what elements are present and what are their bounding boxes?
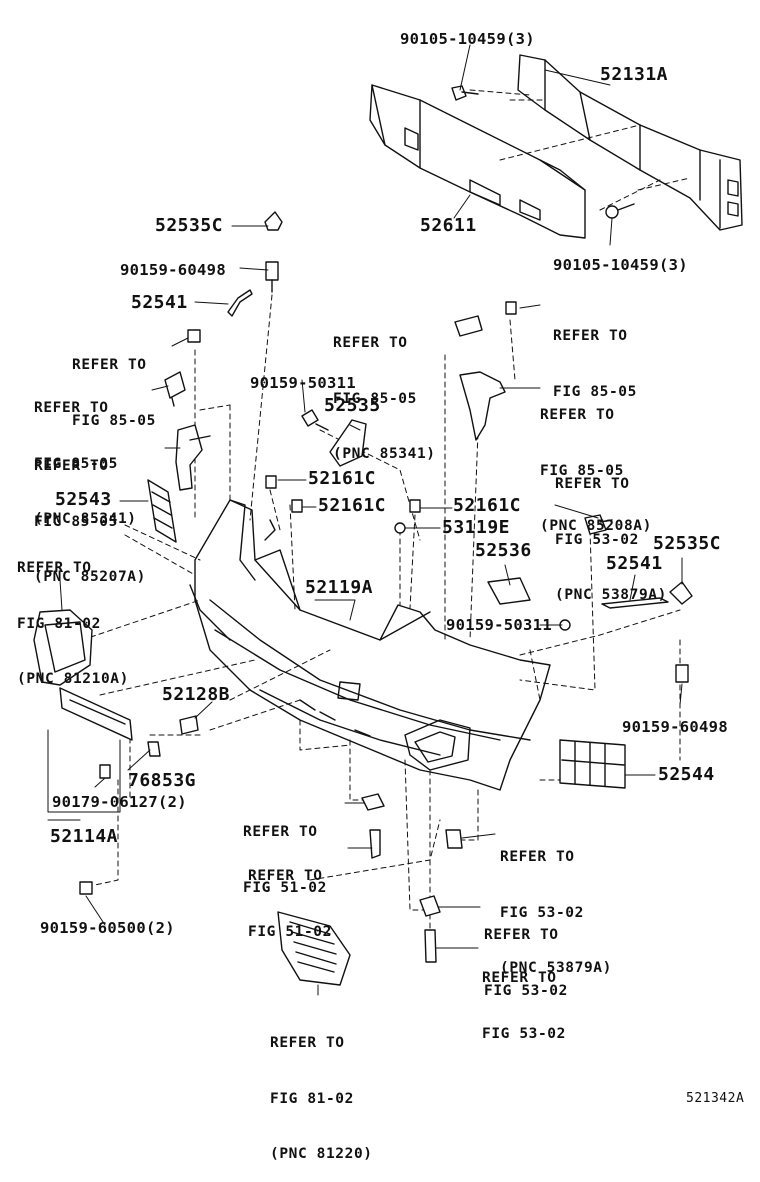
refer-line: REFER TO [72, 357, 147, 373]
refer-fig-85-05-left[interactable]: REFER TO FIG 85-05 [72, 319, 156, 449]
refer-fig-51-02-lower[interactable]: REFER TO FIG 51-02 [248, 830, 332, 960]
refer-fig-85-05-pnc-85341-center[interactable]: REFER TO FIG 85-05 (PNC 85341) [333, 297, 436, 482]
refer-fig: FIG 53-02 [482, 1025, 566, 1042]
refer-line: REFER TO [553, 328, 628, 344]
part-number-90159-50311-lower[interactable]: 90159-50311 [446, 616, 552, 634]
diagram-id: 521342A [686, 1091, 745, 1106]
part-number-52161C-c[interactable]: 52161C [453, 495, 522, 516]
refer-fig-85-05-pnc-85341-left[interactable]: REFER TO FIG 85-05 (PNC 85341) [34, 362, 137, 547]
refer-line: REFER TO [270, 1035, 345, 1051]
refer-pnc: (PNC 85208A) [540, 518, 652, 534]
refer-line: REFER TO [484, 927, 559, 943]
refer-fig: FIG 85-05 [553, 383, 637, 400]
refer-fig-81-02-pnc-81220[interactable]: REFER TO FIG 81-02 (PNC 81220) [270, 997, 373, 1182]
parts-diagram: 90105-10459(3) 52131A 52611 90105-10459(… [17, 30, 745, 1162]
refer-fig: FIG 51-02 [248, 923, 332, 940]
part-number-52119A[interactable]: 52119A [305, 577, 374, 598]
refer-line: REFER TO [248, 868, 323, 884]
refer-line: REFER TO [540, 407, 615, 423]
part-number-90159-60498-left[interactable]: 90159-60498 [120, 261, 226, 279]
solid-leaders [47, 44, 683, 996]
part-number-90159-60498-right[interactable]: 90159-60498 [622, 718, 728, 736]
refer-fig: FIG 85-05 [540, 462, 624, 479]
refer-pnc: (PNC 81210A) [17, 671, 129, 687]
refer-fig: FIG 53-02 [555, 531, 639, 548]
refer-fig: FIG 53-02 [500, 904, 584, 921]
part-number-90159-60500[interactable]: 90159-60500(2) [40, 919, 175, 937]
refer-fig-81-02-pnc-81210A[interactable]: REFER TO FIG 81-02 (PNC 81210A) [17, 522, 129, 707]
part-number-52536[interactable]: 52536 [475, 540, 532, 561]
refer-pnc: (PNC 53879A) [500, 960, 612, 976]
refer-line: REFER TO [482, 970, 557, 986]
part-number-52535C-right[interactable]: 52535C [653, 533, 722, 554]
part-number-52114A[interactable]: 52114A [50, 826, 119, 847]
part-number-52535C-left[interactable]: 52535C [155, 215, 224, 236]
part-number-52544[interactable]: 52544 [658, 764, 715, 785]
part-number-52161C-b[interactable]: 52161C [318, 495, 387, 516]
refer-fig-85-05-pnc-85208A[interactable]: REFER TO FIG 85-05 (PNC 85208A) [540, 369, 652, 554]
exploded-parts-drawing [33, 44, 743, 996]
part-number-52541-left[interactable]: 52541 [131, 292, 188, 313]
part-number-90105-10459-right[interactable]: 90105-10459(3) [553, 256, 688, 274]
refer-fig: FIG 81-02 [270, 1090, 354, 1107]
refer-line: REFER TO [34, 458, 109, 474]
refer-pnc: (PNC 85207A) [34, 569, 146, 585]
refer-pnc: (PNC 85341) [34, 511, 137, 527]
refer-fig: FIG 85-05 [34, 455, 118, 472]
part-number-52541-right[interactable]: 52541 [606, 553, 663, 574]
part-number-90179-06127[interactable]: 90179-06127(2) [52, 793, 187, 811]
refer-fig-53-02-a[interactable]: REFER TO FIG 53-02 [484, 889, 568, 1019]
part-number-52543[interactable]: 52543 [55, 489, 112, 510]
part-number-90159-50311-upper[interactable]: 90159-50311 [250, 374, 356, 392]
refer-fig-85-05-right[interactable]: REFER TO FIG 85-05 [553, 290, 637, 420]
refer-fig-53-02-pnc-53879A-lower[interactable]: REFER TO FIG 53-02 (PNC 53879A) [500, 811, 612, 996]
part-number-52611[interactable]: 52611 [420, 215, 477, 236]
part-number-52128B[interactable]: 52128B [162, 684, 231, 705]
refer-line: REFER TO [17, 560, 92, 576]
part-number-52535[interactable]: 52535 [324, 395, 381, 416]
refer-fig-85-05-pnc-85207A[interactable]: REFER TO FIG 85-05 (PNC 85207A) [34, 420, 146, 605]
refer-pnc: (PNC 81220) [270, 1146, 373, 1162]
refer-pnc: (PNC 53879A) [555, 587, 667, 603]
refer-line: REFER TO [243, 824, 318, 840]
refer-fig-53-02-b[interactable]: REFER TO FIG 53-02 [482, 932, 566, 1062]
refer-fig: FIG 85-05 [333, 390, 417, 407]
refer-fig-53-02-pnc-53879A-upper[interactable]: REFER TO FIG 53-02 (PNC 53879A) [555, 438, 667, 623]
refer-line: REFER TO [333, 335, 408, 351]
refer-fig: FIG 85-05 [72, 412, 156, 429]
refer-pnc: (PNC 85341) [333, 446, 436, 462]
refer-line: REFER TO [500, 849, 575, 865]
energy-absorber-shape [369, 84, 586, 239]
bolt-icons-top [451, 85, 635, 219]
dashed-leaders-top [469, 89, 691, 211]
bumper-cover-shape [189, 499, 551, 791]
refer-fig: FIG 53-02 [484, 982, 568, 999]
part-number-90105-10459-top[interactable]: 90105-10459(3) [400, 30, 535, 48]
part-number-52161C-a[interactable]: 52161C [308, 468, 377, 489]
refer-fig-51-02-upper[interactable]: REFER TO FIG 51-02 [243, 786, 327, 916]
bumper-reinforcement-shape [517, 54, 743, 231]
part-number-52131A[interactable]: 52131A [600, 64, 669, 85]
part-number-53119E[interactable]: 53119E [442, 517, 511, 538]
refer-fig: FIG 85-05 [34, 513, 118, 530]
part-number-76853G[interactable]: 76853G [128, 770, 197, 791]
clips-and-brackets [33, 211, 693, 986]
refer-line: REFER TO [34, 400, 109, 416]
refer-fig: FIG 51-02 [243, 879, 327, 896]
refer-line: REFER TO [555, 476, 630, 492]
refer-fig: FIG 81-02 [17, 615, 101, 632]
